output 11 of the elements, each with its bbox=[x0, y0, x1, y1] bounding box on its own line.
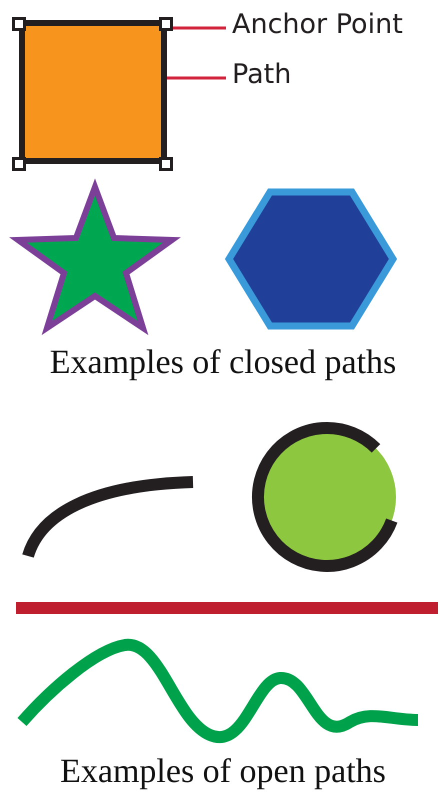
anchor-point-handle bbox=[12, 157, 26, 171]
caption: Examples of open paths bbox=[59, 752, 387, 792]
anchor-point-handle bbox=[12, 17, 26, 31]
anchor-point-handle bbox=[159, 157, 173, 171]
anchor-point-handle bbox=[159, 17, 173, 31]
callout-label: Anchor Point bbox=[226, 8, 403, 42]
leader-line bbox=[173, 26, 226, 30]
callout-label: Path bbox=[226, 58, 292, 92]
caption: Examples of closed paths bbox=[48, 343, 398, 383]
square-path bbox=[19, 20, 167, 164]
leader-line bbox=[167, 76, 226, 80]
